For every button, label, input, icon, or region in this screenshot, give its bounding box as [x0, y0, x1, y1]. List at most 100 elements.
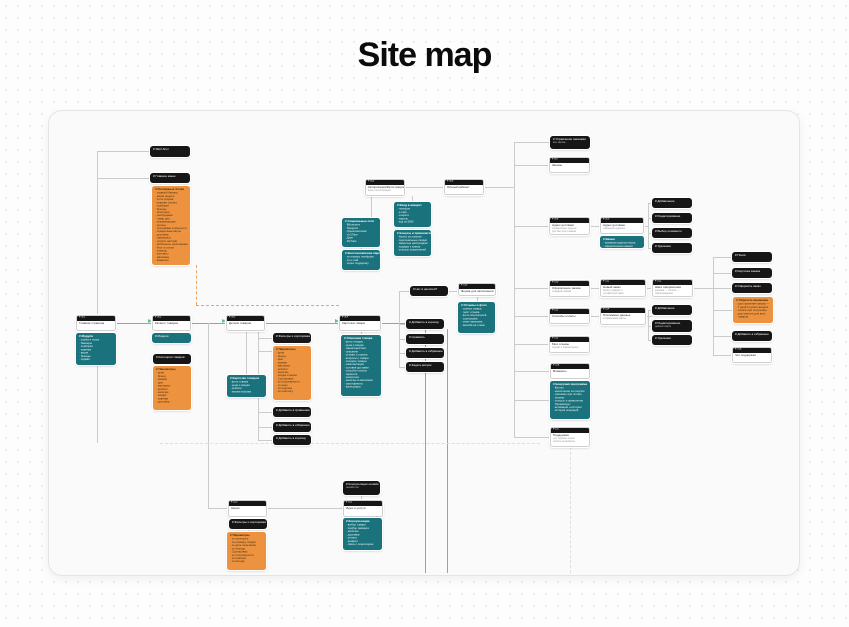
- card-header-strip: # 002: [153, 316, 190, 321]
- pill-label: # Сравнить: [408, 335, 425, 339]
- list-item: · отзывы и оценки: [343, 353, 367, 357]
- pill-add-favorites-order[interactable]: # Добавить в избранное: [732, 331, 772, 341]
- list-item: · программа лояльности: [154, 227, 187, 231]
- connector-line: [371, 196, 372, 218]
- pill-ask-question[interactable]: # Задать вопрос: [406, 362, 444, 372]
- connector-line: [713, 355, 732, 356]
- list-item: · Сортировка:: [275, 377, 294, 381]
- connector-line: [514, 344, 549, 345]
- list-item: · списание при оплате: [552, 393, 582, 397]
- pill-payment-add[interactable]: # Добавление: [652, 305, 692, 315]
- list-item: · персональные скидки: [396, 238, 427, 242]
- pill-out-of-stock[interactable]: # Нет в наличии?: [410, 286, 448, 296]
- card-tag: # 007: [552, 158, 559, 161]
- pill-main-menu[interactable]: # Главное меню: [150, 173, 190, 183]
- list-item: · кнопка покупки: [229, 390, 251, 394]
- orange-promo-blocks[interactable]: # Рекламные блоки· главный баннер· акции…: [152, 186, 190, 265]
- list-item: · скидки и акции: [275, 374, 297, 378]
- list-item: · доступна не для всех: [735, 312, 766, 316]
- connector-line: [361, 247, 362, 250]
- teal-important[interactable]: # Важно· проверка адреса перед· оформлен…: [600, 236, 644, 248]
- card-title: Акции: [231, 507, 240, 510]
- list-item: · подборки: [154, 204, 169, 208]
- pill-add-compare-listing[interactable]: # Добавить в сравнение: [273, 407, 311, 417]
- pill-filters-sort-listing[interactable]: # Фильтры и сортировка: [273, 333, 311, 343]
- pill-order-card[interactable]: # Карточка заказа: [732, 268, 772, 278]
- list-title: # Параметры: [275, 348, 296, 351]
- connector-line: [116, 323, 152, 324]
- connector-line: [399, 353, 406, 354]
- pill-checkout[interactable]: # Оформить заказ: [732, 283, 772, 293]
- pill-seo-blog[interactable]: # SEO-блог: [150, 146, 190, 157]
- orange-catalog-params[interactable]: # Параметры· цена· бренд· размер· цвет· …: [153, 366, 191, 410]
- teal-bonuses[interactable]: # Бонусы и привилегии· баллы за покупки·…: [394, 230, 431, 256]
- list-item: · товаров: [735, 315, 748, 319]
- pill-compare[interactable]: # Сравнить: [406, 334, 444, 344]
- connector-line: [514, 142, 550, 143]
- list-title: # Модули: [78, 335, 93, 338]
- teal-login[interactable]: # Вход в аккаунт· телефон· e-mail· соцсе…: [394, 202, 431, 227]
- card-desc-line: чат, горячая линия,: [553, 436, 576, 440]
- list-item: · оплата: [345, 536, 357, 540]
- teal-product-cards[interactable]: # Карточки товаров· фото товара· цена и …: [227, 375, 266, 397]
- orange-notice[interactable]: # Обратите внимание· срок хранения заказ…: [733, 297, 773, 323]
- orange-promo-params[interactable]: # Параметры· по категории· по размеру ск…: [227, 532, 266, 570]
- tealpill-models[interactable]: # Модели: [152, 333, 191, 343]
- connector-line: [514, 165, 549, 166]
- list-title: # Карточки товаров: [229, 377, 259, 380]
- pill-filters-sort-promos[interactable]: # Фильтры и сортировка: [229, 519, 267, 529]
- teal-consultations[interactable]: # Консультации· выбор товара· подбор раз…: [343, 518, 382, 550]
- card-title: Авторизация/Регистрация: [368, 186, 405, 189]
- connector-line: [713, 288, 732, 289]
- pill-add-to-favorites[interactable]: # Добавить в избранное: [406, 348, 444, 358]
- pill-payment-delete[interactable]: # Удаление: [652, 335, 692, 345]
- orange-listing-params[interactable]: # Параметры· цена· бренд· цвет· размер· …: [273, 346, 311, 400]
- list-item: · вопросы о товаре: [343, 356, 369, 360]
- teal-product-info[interactable]: # Описание товара· фото и видео· цена и …: [341, 335, 381, 396]
- card-tag: # 012: [655, 280, 662, 283]
- teal-bonus-program[interactable]: # Бонусная программа· Баллы:· начисление…: [550, 381, 590, 419]
- teal-reviews[interactable]: # Отзывы и фото· оценка товара· текст от…: [458, 302, 495, 333]
- teal-social[interactable]: # Социальные сети· ВКонтакте· Telegram· …: [342, 218, 380, 247]
- pill-add-favorites-listing[interactable]: # Добавить в избранное: [273, 422, 311, 432]
- teal-home-modules[interactable]: # Модули· шапка и поиск· баннеры· подбор…: [76, 333, 116, 365]
- list-item: · цена: [275, 351, 284, 355]
- pill-address-default[interactable]: # Выбор основного: [652, 228, 692, 238]
- pill-address-edit[interactable]: # Редактирование: [652, 213, 692, 223]
- pill-address-delete[interactable]: # Удаление: [652, 243, 692, 253]
- pill-categories[interactable]: # Категории товаров: [153, 354, 191, 364]
- pill-address-add[interactable]: # Добавление: [652, 198, 692, 208]
- list-item: · срок хранения заказа —: [735, 302, 769, 306]
- teal-password-recovery[interactable]: # Восстановление пароля· по номеру телеф…: [342, 250, 380, 270]
- card-desc-line: создание заказа: [552, 289, 572, 293]
- pill-add-to-cart[interactable]: # Добавить в корзину: [406, 319, 444, 329]
- pill-order-search[interactable]: # Поиск: [732, 252, 772, 262]
- pill-add-cart-listing[interactable]: # Добавить в корзину: [273, 435, 311, 445]
- list-item: · по категории: [229, 537, 248, 541]
- list-item: · история операций: [552, 409, 578, 413]
